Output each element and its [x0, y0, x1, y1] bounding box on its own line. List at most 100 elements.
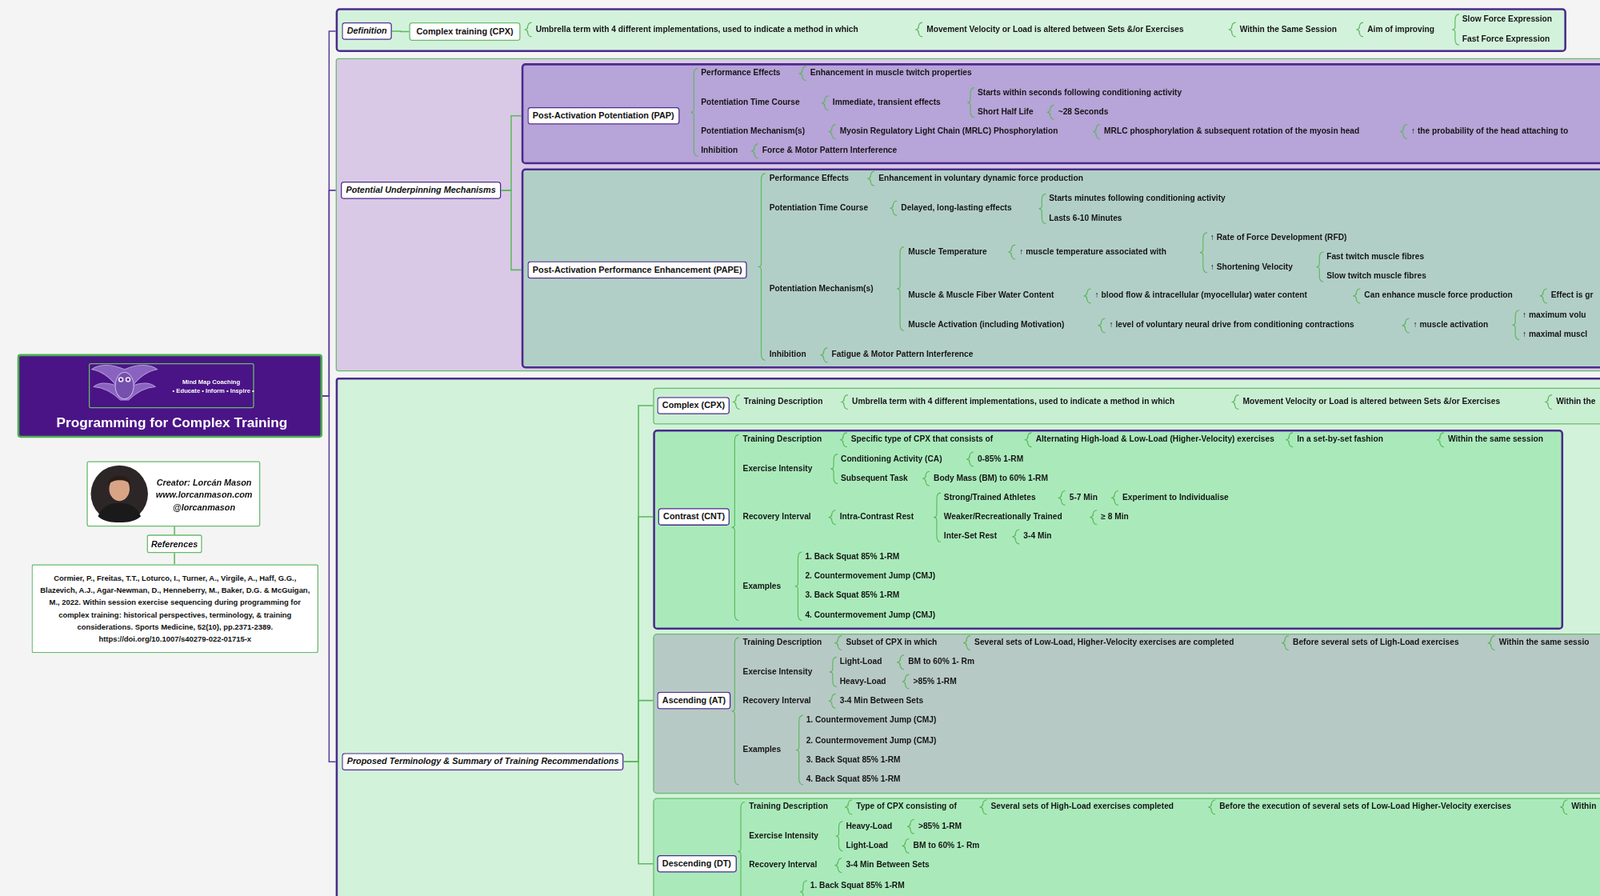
brace	[795, 552, 803, 620]
branch-text: Fast twitch muscle fibres	[1326, 251, 1424, 264]
references-box: References	[147, 534, 203, 553]
brace	[828, 693, 836, 708]
brace	[840, 395, 848, 410]
brace	[821, 96, 829, 111]
branch-text: Specific type of CPX that consists of	[851, 433, 993, 446]
brace	[963, 636, 971, 651]
brace	[834, 636, 842, 651]
brace	[896, 655, 904, 670]
branch-text: Muscle & Muscle Fiber Water Content	[908, 289, 1054, 302]
branch-text: Movement Velocity or Load is altered bet…	[926, 23, 1184, 36]
connector-line	[173, 552, 176, 564]
branch-text: Examples	[743, 744, 782, 756]
brace	[1281, 636, 1289, 651]
brace	[1540, 288, 1548, 304]
connector-line	[392, 30, 409, 32]
connector-line	[173, 526, 176, 535]
branch-label: Proposed Terminology & Summary of Traini…	[341, 752, 624, 771]
branch-text: 0-85% 1-RM	[977, 452, 1024, 465]
branch-text: 1. Countermovement Jump (CMJ)	[806, 714, 937, 727]
logo-text: Mind Map Coaching	[172, 377, 251, 386]
branch-text: ↑ level of voluntary neural drive from c…	[1108, 319, 1354, 332]
brace	[902, 674, 910, 689]
brace	[896, 247, 904, 332]
brace-group	[524, 14, 1568, 896]
branch-text: Intra-Contrast Rest	[840, 511, 914, 524]
branch-text: 3-4 Min Between Sets	[845, 859, 929, 872]
terminology-band: Proposed Terminology & Summary of Traini…	[336, 377, 1600, 896]
brace	[967, 88, 975, 118]
branch-text: Recovery Interval	[748, 859, 817, 872]
node-text: Cormier, P., Freitas, T.T., Loturco, I.,…	[32, 572, 318, 646]
brace	[732, 637, 740, 785]
brace	[907, 819, 915, 834]
creator-handle: @lorcanmason	[147, 500, 262, 513]
branch-text: Several sets of High-Load exercises comp…	[991, 800, 1175, 813]
branch-text: ≥ 8 Min	[1100, 511, 1129, 524]
brace	[1232, 395, 1240, 410]
brace	[524, 22, 532, 37]
brace	[840, 432, 848, 448]
branch-text: Inter-Set Rest	[944, 530, 997, 543]
connector-line	[624, 700, 653, 763]
brace	[829, 656, 837, 687]
branch-text: Heavy-Load	[840, 675, 887, 688]
branch-text: Lasts 6-10 Minutes	[1048, 212, 1122, 224]
brace	[1058, 491, 1066, 506]
branch-text: Aim of improving	[1367, 23, 1435, 36]
branch-text: BM to 60% 1- Rm	[908, 656, 975, 668]
creator-website: www.lorcanmason.com	[147, 488, 262, 501]
creator-box: Creator: Lorcán Masonwww.lorcanmason.com…	[86, 461, 260, 528]
branch-text: Within the Same Session	[1240, 23, 1337, 36]
brace	[1402, 318, 1410, 333]
brace	[1084, 288, 1092, 304]
topic-label: Complex (CPX)	[656, 396, 730, 415]
node-text: References	[151, 537, 198, 550]
topic-label: Post-Activation Potentiation (PAP)	[527, 107, 680, 125]
branch-text: Light-Load	[845, 840, 888, 852]
creator-name: Creator: Lorcán Mason	[147, 476, 262, 489]
brace	[1560, 800, 1568, 815]
branch-text: Before several sets of Ligh-Load exercis…	[1292, 636, 1460, 649]
brace	[1488, 636, 1496, 651]
branch-text: 3-4 Min Between Sets	[840, 695, 924, 708]
branch-text: Within the same sessio	[1499, 636, 1590, 649]
branch-text: Movement Velocity or Load is altered bet…	[1243, 396, 1501, 408]
branch-text: 2. Countermovement Jump (CMJ)	[804, 570, 936, 583]
branch-text: Umbrella term with 4 different implement…	[536, 23, 859, 36]
branch-text: ↑ Rate of Force Development (RFD)	[1210, 232, 1348, 244]
brace	[1008, 244, 1016, 260]
ascending-band: Ascending (AT)	[652, 633, 1600, 794]
branch-text: ↑ blood flow & intracellular (myocellula…	[1095, 289, 1308, 302]
connector-line	[624, 761, 653, 864]
branch-text: Starts minutes following conditioning ac…	[1048, 192, 1226, 205]
branch-text: 2. Countermovement Jump (CMJ)	[806, 734, 937, 747]
connector-line	[500, 116, 522, 191]
branch-text: Enhancement in muscle twitch properties	[810, 67, 972, 80]
branch-text: Muscle Activation (including Motivation)	[908, 319, 1064, 332]
brace	[889, 200, 897, 216]
branch-text: Type of CPX consisting of	[856, 800, 957, 813]
branch-text: Body Mass (BM) to 60% 1-RM	[933, 472, 1048, 485]
brace	[691, 68, 699, 156]
branch-text: Slow twitch muscle fibres	[1326, 270, 1427, 283]
branch-text: Subset of CPX in which	[845, 636, 937, 649]
branch-text: Conditioning Activity (CA)	[840, 452, 943, 465]
branch-text: Examples	[743, 580, 782, 593]
branch-text: MRLC phosphorylation & subsequent rotati…	[1104, 125, 1360, 138]
connector-line	[624, 516, 653, 762]
brace	[1452, 14, 1460, 45]
branch-text: Recovery Interval	[743, 695, 812, 708]
branch-text: 3. Back Squat 85% 1-RM	[806, 754, 901, 767]
branch-text: Experiment to Individualise	[1122, 492, 1229, 504]
brace	[1316, 252, 1324, 282]
brace	[1208, 800, 1216, 815]
brace	[1352, 288, 1360, 304]
topic-label: Post-Activation Performance Enhancement …	[527, 261, 748, 280]
title-text: Programming for Complex Training	[19, 415, 324, 432]
branch-text: Subsequent Task	[840, 472, 908, 485]
branch-text: Several sets of Low-Load, Higher-Velocit…	[974, 636, 1234, 649]
branch-text: Performance Effects	[769, 172, 849, 185]
branch-text: Performance Effects	[700, 67, 780, 80]
